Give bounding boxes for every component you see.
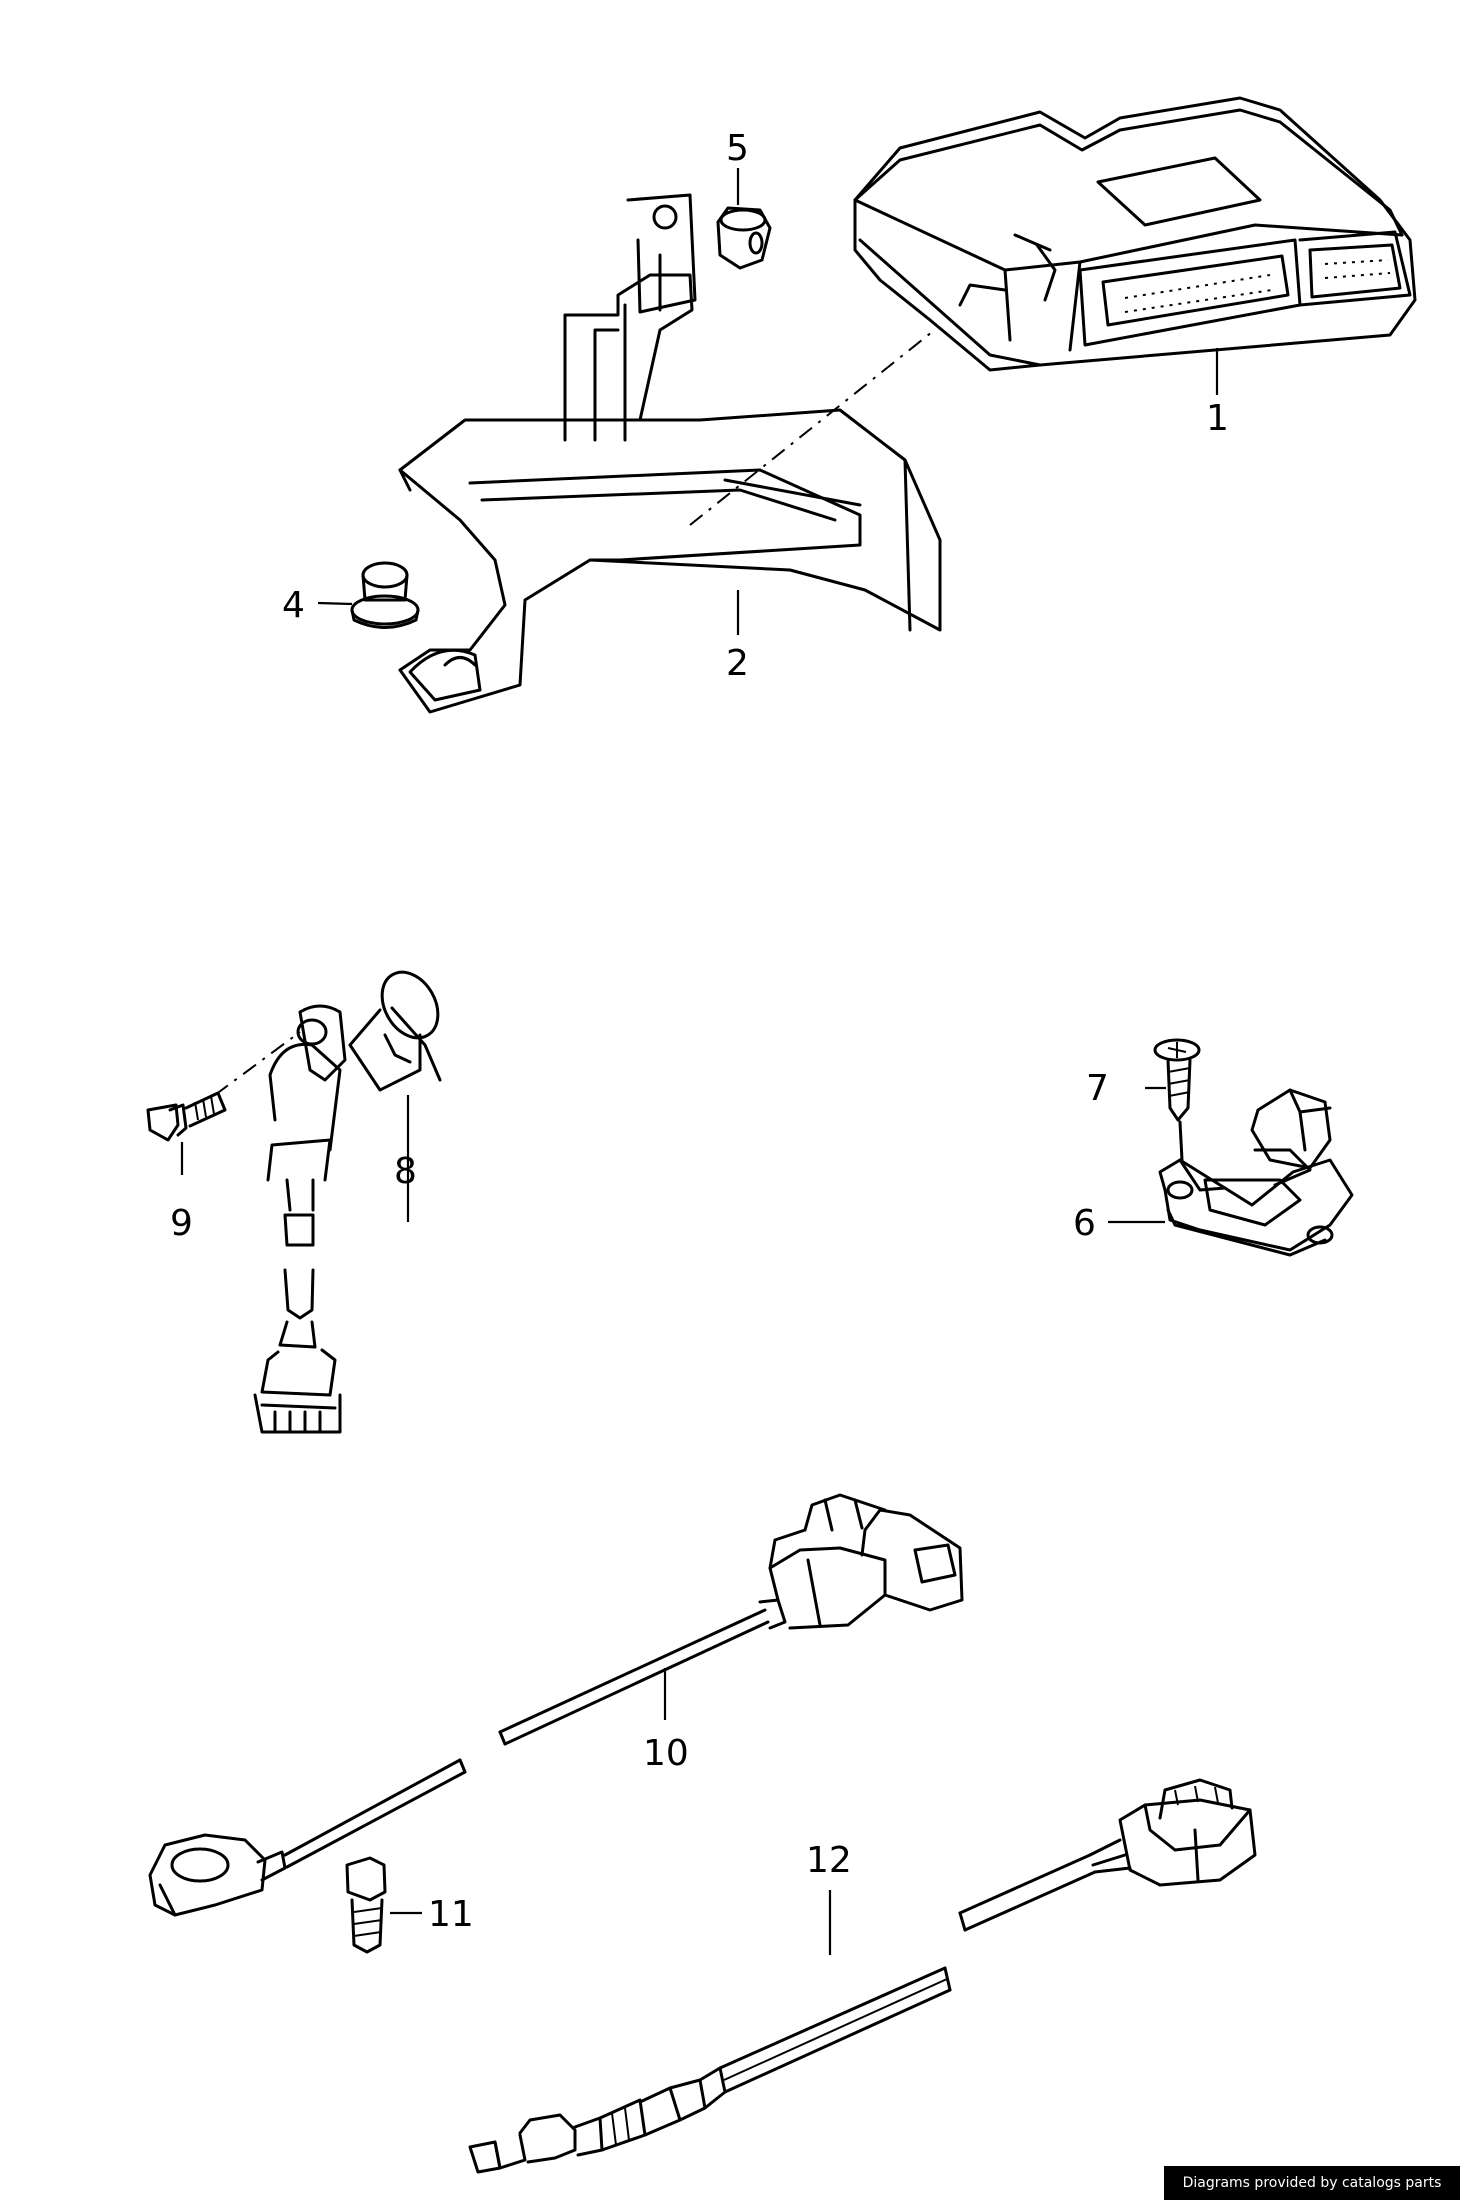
oxygen-sensor — [468, 1778, 1257, 2174]
position-sensor — [253, 970, 442, 1434]
callout-4: 4 — [282, 585, 305, 626]
callout-1: 1 — [1206, 398, 1229, 439]
callout-2: 2 — [726, 643, 749, 684]
callout-8: 8 — [394, 1151, 417, 1192]
callout-10: 10 — [643, 1733, 689, 1774]
pressure-sensor — [1158, 1088, 1354, 1257]
mounting-bracket — [398, 193, 942, 714]
mounting-axis-line — [689, 331, 933, 526]
callout-5: 5 — [726, 128, 749, 169]
callout-9: 9 — [170, 1203, 193, 1244]
credit-banner: Diagrams provided by catalogs parts — [1164, 2166, 1460, 2200]
sensor-bolt — [146, 1091, 227, 1142]
sensor-screw — [1153, 1038, 1201, 1162]
nut — [716, 206, 772, 270]
callout-7: 7 — [1086, 1068, 1109, 1109]
sensor-axis-line — [214, 1031, 301, 1096]
callout-12: 12 — [806, 1840, 852, 1881]
leader-lines — [180, 168, 1219, 1955]
rubber-buffer — [350, 561, 420, 629]
callout-6: 6 — [1073, 1203, 1096, 1244]
callout-11: 11 — [428, 1894, 474, 1935]
knock-sensor — [148, 1493, 964, 1917]
engine-control-unit — [853, 96, 1417, 372]
knock-sensor-bolt — [345, 1856, 387, 1954]
callout-labels: 1 2 4 5 6 7 8 9 10 11 12 — [170, 128, 1229, 1935]
